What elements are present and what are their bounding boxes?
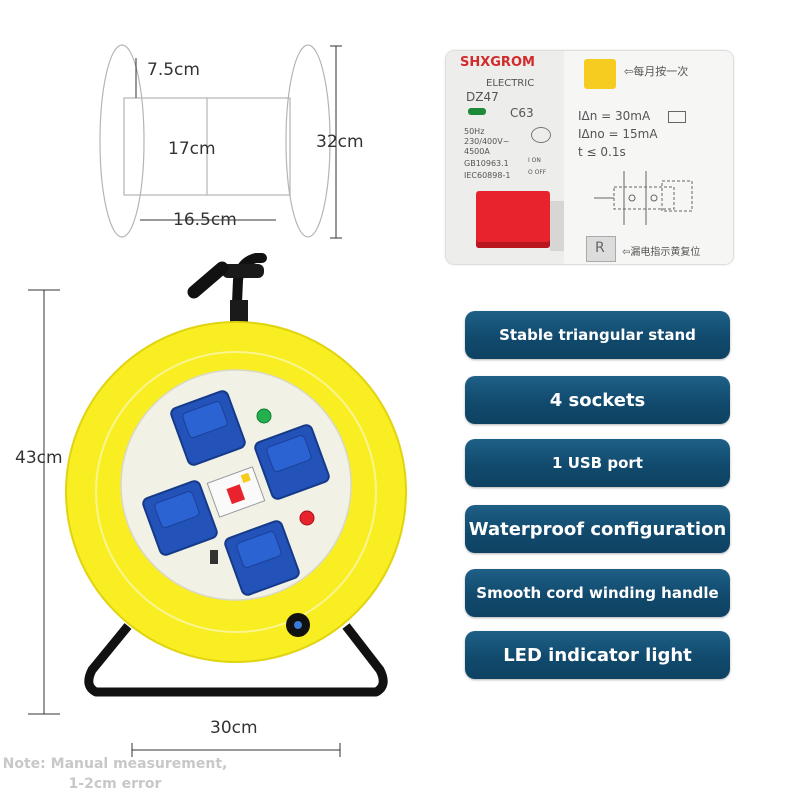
spool-dimension-diagram: 7.5cm 17cm 32cm 16.5cm — [90, 38, 390, 253]
breaker-spec-1: 50Hz — [464, 127, 485, 136]
breaker-spec-2: 230/400V~ — [464, 137, 510, 146]
test-button[interactable] — [584, 59, 616, 89]
reel-width-label: 30cm — [210, 718, 258, 738]
drum-width-label: 17cm — [168, 139, 216, 159]
feature-pill-waterproof: Waterproof configuration — [465, 505, 730, 553]
no-trip-current-spec: IΔno = 15mA — [578, 127, 658, 141]
cable-reel-illustration: 43cm 30cm — [0, 240, 420, 765]
spool-diameter-label: 32cm — [316, 132, 364, 152]
breaker-rating: C63 — [510, 106, 534, 120]
usb-port — [210, 550, 218, 564]
breaker-toggle-switch[interactable] — [476, 191, 550, 248]
switch-on-label: I ON — [528, 157, 541, 164]
switch-off-label: O OFF — [528, 169, 547, 176]
flange-width-label: 7.5cm — [147, 60, 200, 80]
feature-pill-handle: Smooth cord winding handle — [465, 569, 730, 617]
certification-mark — [531, 127, 551, 143]
residual-current-spec: IΔn = 30mA — [578, 109, 651, 123]
breaker-spec-3: 4500A — [464, 147, 490, 156]
breaker-spec-5: IEC60898-1 — [464, 171, 511, 180]
green-led-indicator — [256, 408, 272, 424]
breaker-spec-4: GB10963.1 — [464, 159, 509, 168]
measurement-note: Note: Manual measurement, 1-2cm error — [2, 756, 228, 792]
reset-button-note: ⇦漏电指示黄复位 — [622, 243, 700, 258]
left-arrow-icon: ⇦ — [622, 247, 631, 258]
center-breaker — [206, 466, 266, 518]
feature-pill-usb: 1 USB port — [465, 439, 730, 487]
breaker-closeup-photo: SHXGROM ELECTRIC DZ47 C63 50Hz 230/400V~… — [446, 51, 733, 264]
reset-button-label: R — [595, 240, 605, 256]
trip-time-spec: t ≤ 0.1s — [578, 145, 626, 159]
breaker-brand-sub: ELECTRIC — [486, 78, 535, 89]
test-button-note: ⇦每月按一次 — [624, 63, 688, 79]
feature-pill-stand: Stable triangular stand — [465, 311, 730, 359]
feature-pill-sockets: 4 sockets — [465, 376, 730, 424]
spool-outline-drawing — [99, 44, 342, 239]
stand-frame — [84, 623, 388, 697]
breaker-model: DZ47 — [466, 90, 499, 104]
left-arrow-icon: ⇦ — [624, 65, 634, 78]
reset-note-text: 漏电指示黄复位 — [630, 247, 701, 258]
handle-grip — [187, 261, 229, 299]
feature-pill-led: LED indicator light — [465, 631, 730, 679]
axle-length-label: 16.5cm — [173, 210, 237, 230]
reset-button[interactable]: R — [586, 236, 616, 262]
breaker-brand: SHXGROM — [460, 55, 535, 70]
breaker-status-window — [468, 108, 486, 115]
breaker-toggle-side — [550, 201, 564, 251]
test-note-text: 每月按一次 — [633, 65, 689, 78]
ac-type-symbol — [668, 111, 686, 123]
cable-reel-drawing — [28, 253, 407, 757]
reel-height-label: 43cm — [15, 448, 63, 468]
wiring-schematic — [594, 171, 693, 225]
socket-group — [142, 390, 330, 596]
red-led-indicator — [299, 510, 315, 526]
